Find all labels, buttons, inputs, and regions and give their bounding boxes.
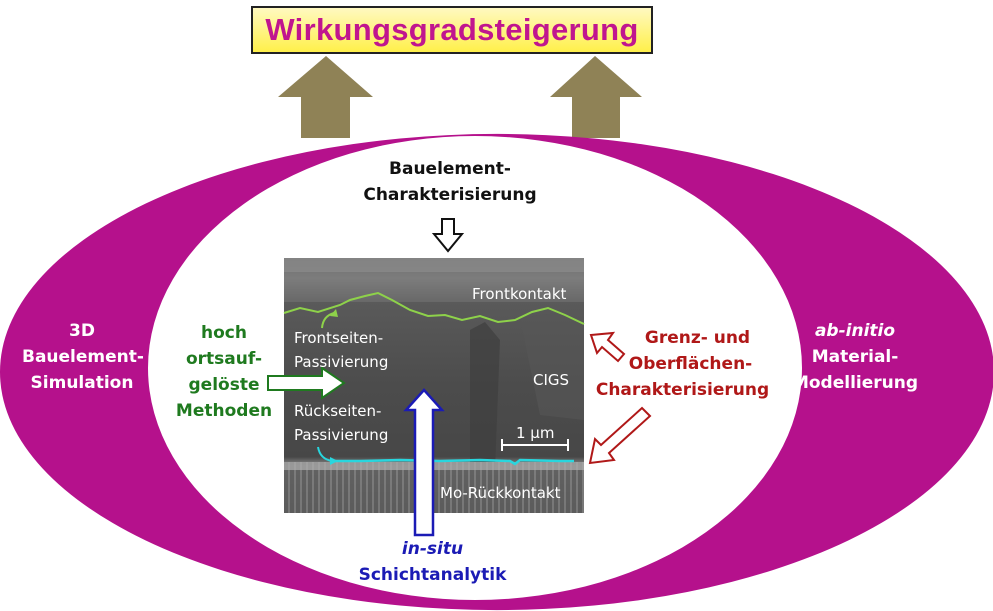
back-pointer-arrowhead: [330, 457, 338, 465]
sem-label-frontseiten-line-1: Frontseiten-: [294, 329, 384, 347]
characterization-line-1: Bauelement-: [389, 159, 511, 179]
front-interface-line: [283, 291, 585, 325]
methods-line-2: ortsauf-: [185, 349, 263, 369]
methods-line-3: gelöste: [188, 375, 260, 395]
up-arrow-right: [550, 56, 642, 138]
sem-label-mo: Mo-Rückkontakt: [440, 484, 561, 502]
sem-label-cigs: CIGS: [533, 371, 570, 389]
up-arrow-analytics: [403, 388, 445, 537]
interface-line-3: Charakterisierung: [595, 380, 770, 400]
sem-label-scale: 1 µm: [516, 424, 555, 442]
sem-label-rueckseiten-line-2: Passivierung: [294, 426, 389, 444]
analytics-line-1: in-situ: [401, 539, 464, 559]
outer-left-label: 3D Bauelement- Simulation: [22, 318, 144, 396]
methods-line-4: Methoden: [175, 401, 273, 421]
analytics-label: in-situ Schichtanalytik: [340, 536, 525, 588]
lower-left-arrow-interface: [588, 406, 652, 465]
outer-right-line-2: Material-: [811, 347, 899, 367]
interface-label: Grenz- und Oberflächen- Charakterisierun…: [590, 325, 775, 403]
characterization-line-2: Charakterisierung: [363, 185, 537, 205]
outer-right-line-1: ab-initio: [814, 321, 896, 341]
outer-left-line-2: Bauelement-: [22, 347, 144, 367]
down-arrow-characterization: [431, 218, 465, 253]
scale-bar: [501, 439, 569, 451]
back-interface-line: [330, 458, 574, 466]
outer-left-line-3: Simulation: [30, 373, 134, 393]
sem-label-frontseiten-line-2: Passivierung: [294, 353, 389, 371]
right-arrow-methods: [267, 366, 346, 400]
sem-label-rueckseiten: Rückseiten- Passivierung: [294, 399, 388, 447]
sem-label-frontkontakt: Frontkontakt: [472, 285, 567, 303]
analytics-line-2: Schichtanalytik: [358, 565, 507, 585]
title: Wirkungsgradsteigerung: [265, 12, 639, 47]
sem-label-rueckseiten-line-1: Rückseiten-: [294, 402, 382, 420]
title-box: Wirkungsgradsteigerung: [251, 6, 653, 54]
sem-label-frontseiten: Frontseiten- Passivierung: [294, 326, 388, 374]
interface-line-1: Grenz- und: [644, 328, 751, 348]
outer-right-label: ab-initio Material- Modellierung: [780, 318, 930, 396]
characterization-label: Bauelement- Charakterisierung: [345, 156, 555, 208]
outer-right-line-3: Modellierung: [791, 373, 919, 393]
upper-left-arrow-interface: [589, 331, 626, 363]
methods-label: hoch ortsauf- gelöste Methoden: [165, 320, 283, 424]
interface-line-2: Oberflächen-: [628, 354, 753, 374]
up-arrow-left: [278, 56, 373, 138]
methods-line-1: hoch: [201, 323, 247, 343]
front-pointer-arrowhead: [330, 309, 338, 317]
outer-left-line-1: 3D: [69, 321, 95, 341]
